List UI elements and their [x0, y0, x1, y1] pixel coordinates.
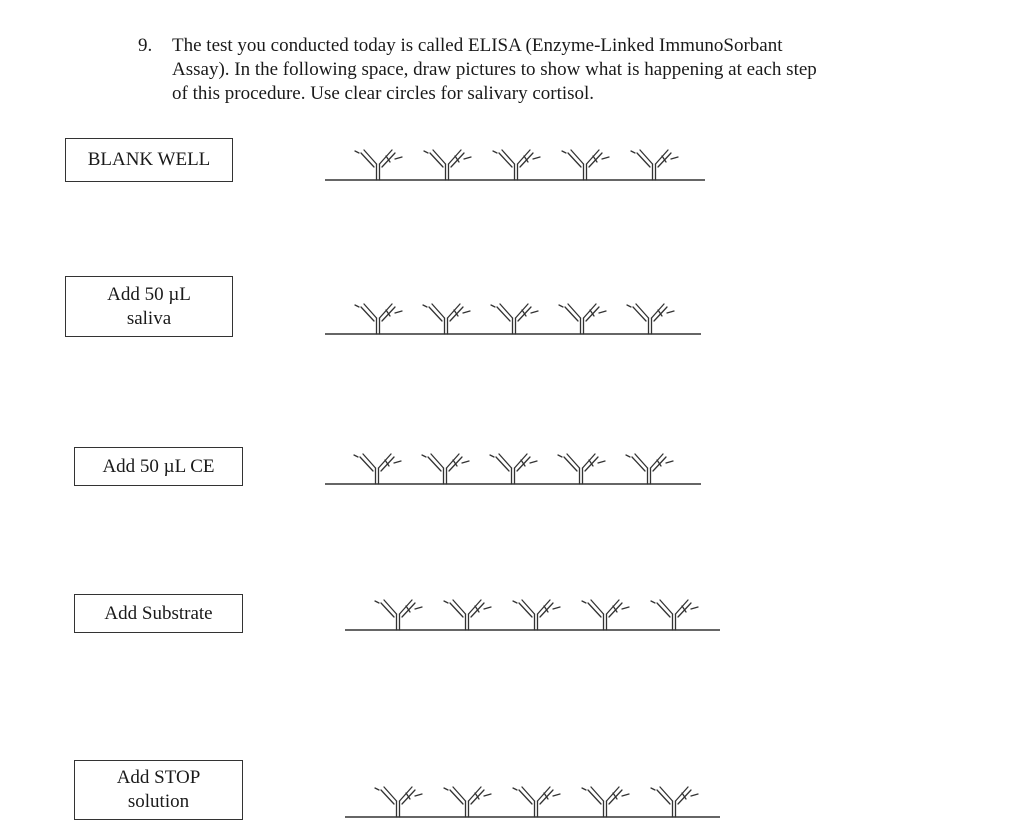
antibody-icon — [630, 149, 679, 181]
antibody-icon — [354, 149, 403, 181]
well-2 — [325, 303, 701, 335]
antibody-icon — [422, 303, 471, 335]
antibody-icon — [492, 149, 541, 181]
step-label-line: Add 50 µL CE — [102, 455, 215, 477]
antibody-icon — [443, 786, 492, 818]
antibody-icon — [490, 303, 539, 335]
antibody-icon — [374, 786, 423, 818]
antibody-icon — [443, 599, 492, 631]
antibody-icon — [650, 599, 699, 631]
antibody-icon — [353, 453, 402, 485]
step-box-blank-well: BLANK WELL — [65, 138, 233, 182]
well-4 — [345, 599, 720, 631]
question-line-3: of this procedure. Use clear circles for… — [172, 83, 595, 104]
step-label-line: saliva — [126, 307, 172, 329]
step-box-add-ce: Add 50 µL CE — [74, 447, 243, 486]
step-box-add-substrate: Add Substrate — [74, 594, 243, 633]
question-number: 9. — [138, 35, 153, 56]
antibody-icon — [558, 303, 607, 335]
well-3 — [325, 453, 701, 485]
antibody-icon — [626, 303, 675, 335]
question-text: The test you conducted today is called E… — [172, 34, 912, 106]
step-label-line: Add Substrate — [104, 602, 213, 624]
question-line-1: The test you conducted today is called E… — [172, 35, 783, 56]
antibody-icon — [650, 786, 699, 818]
antibody-icon — [489, 453, 538, 485]
step-label-line: solution — [127, 791, 190, 812]
step-label-line: BLANK WELL — [87, 149, 211, 170]
antibody-icon — [561, 149, 610, 181]
antibody-icon — [512, 786, 561, 818]
antibody-icon — [557, 453, 606, 485]
antibody-icon — [423, 149, 472, 181]
step-label-line: Add STOP — [116, 767, 201, 788]
step-box-add-saliva: Add 50 µL saliva — [65, 276, 233, 337]
well-5 — [345, 786, 720, 818]
antibody-icon — [581, 786, 630, 818]
question-line-2: Assay). In the following space, draw pic… — [172, 59, 817, 80]
antibody-icon — [354, 303, 403, 335]
antibody-icon — [421, 453, 470, 485]
step-label-line: Add 50 µL — [107, 283, 191, 305]
well-1 — [325, 149, 705, 181]
antibody-icon — [374, 599, 423, 631]
antibody-icon — [581, 599, 630, 631]
antibody-icon — [512, 599, 561, 631]
step-box-add-stop: Add STOP solution — [74, 760, 243, 820]
antibody-icon — [625, 453, 674, 485]
